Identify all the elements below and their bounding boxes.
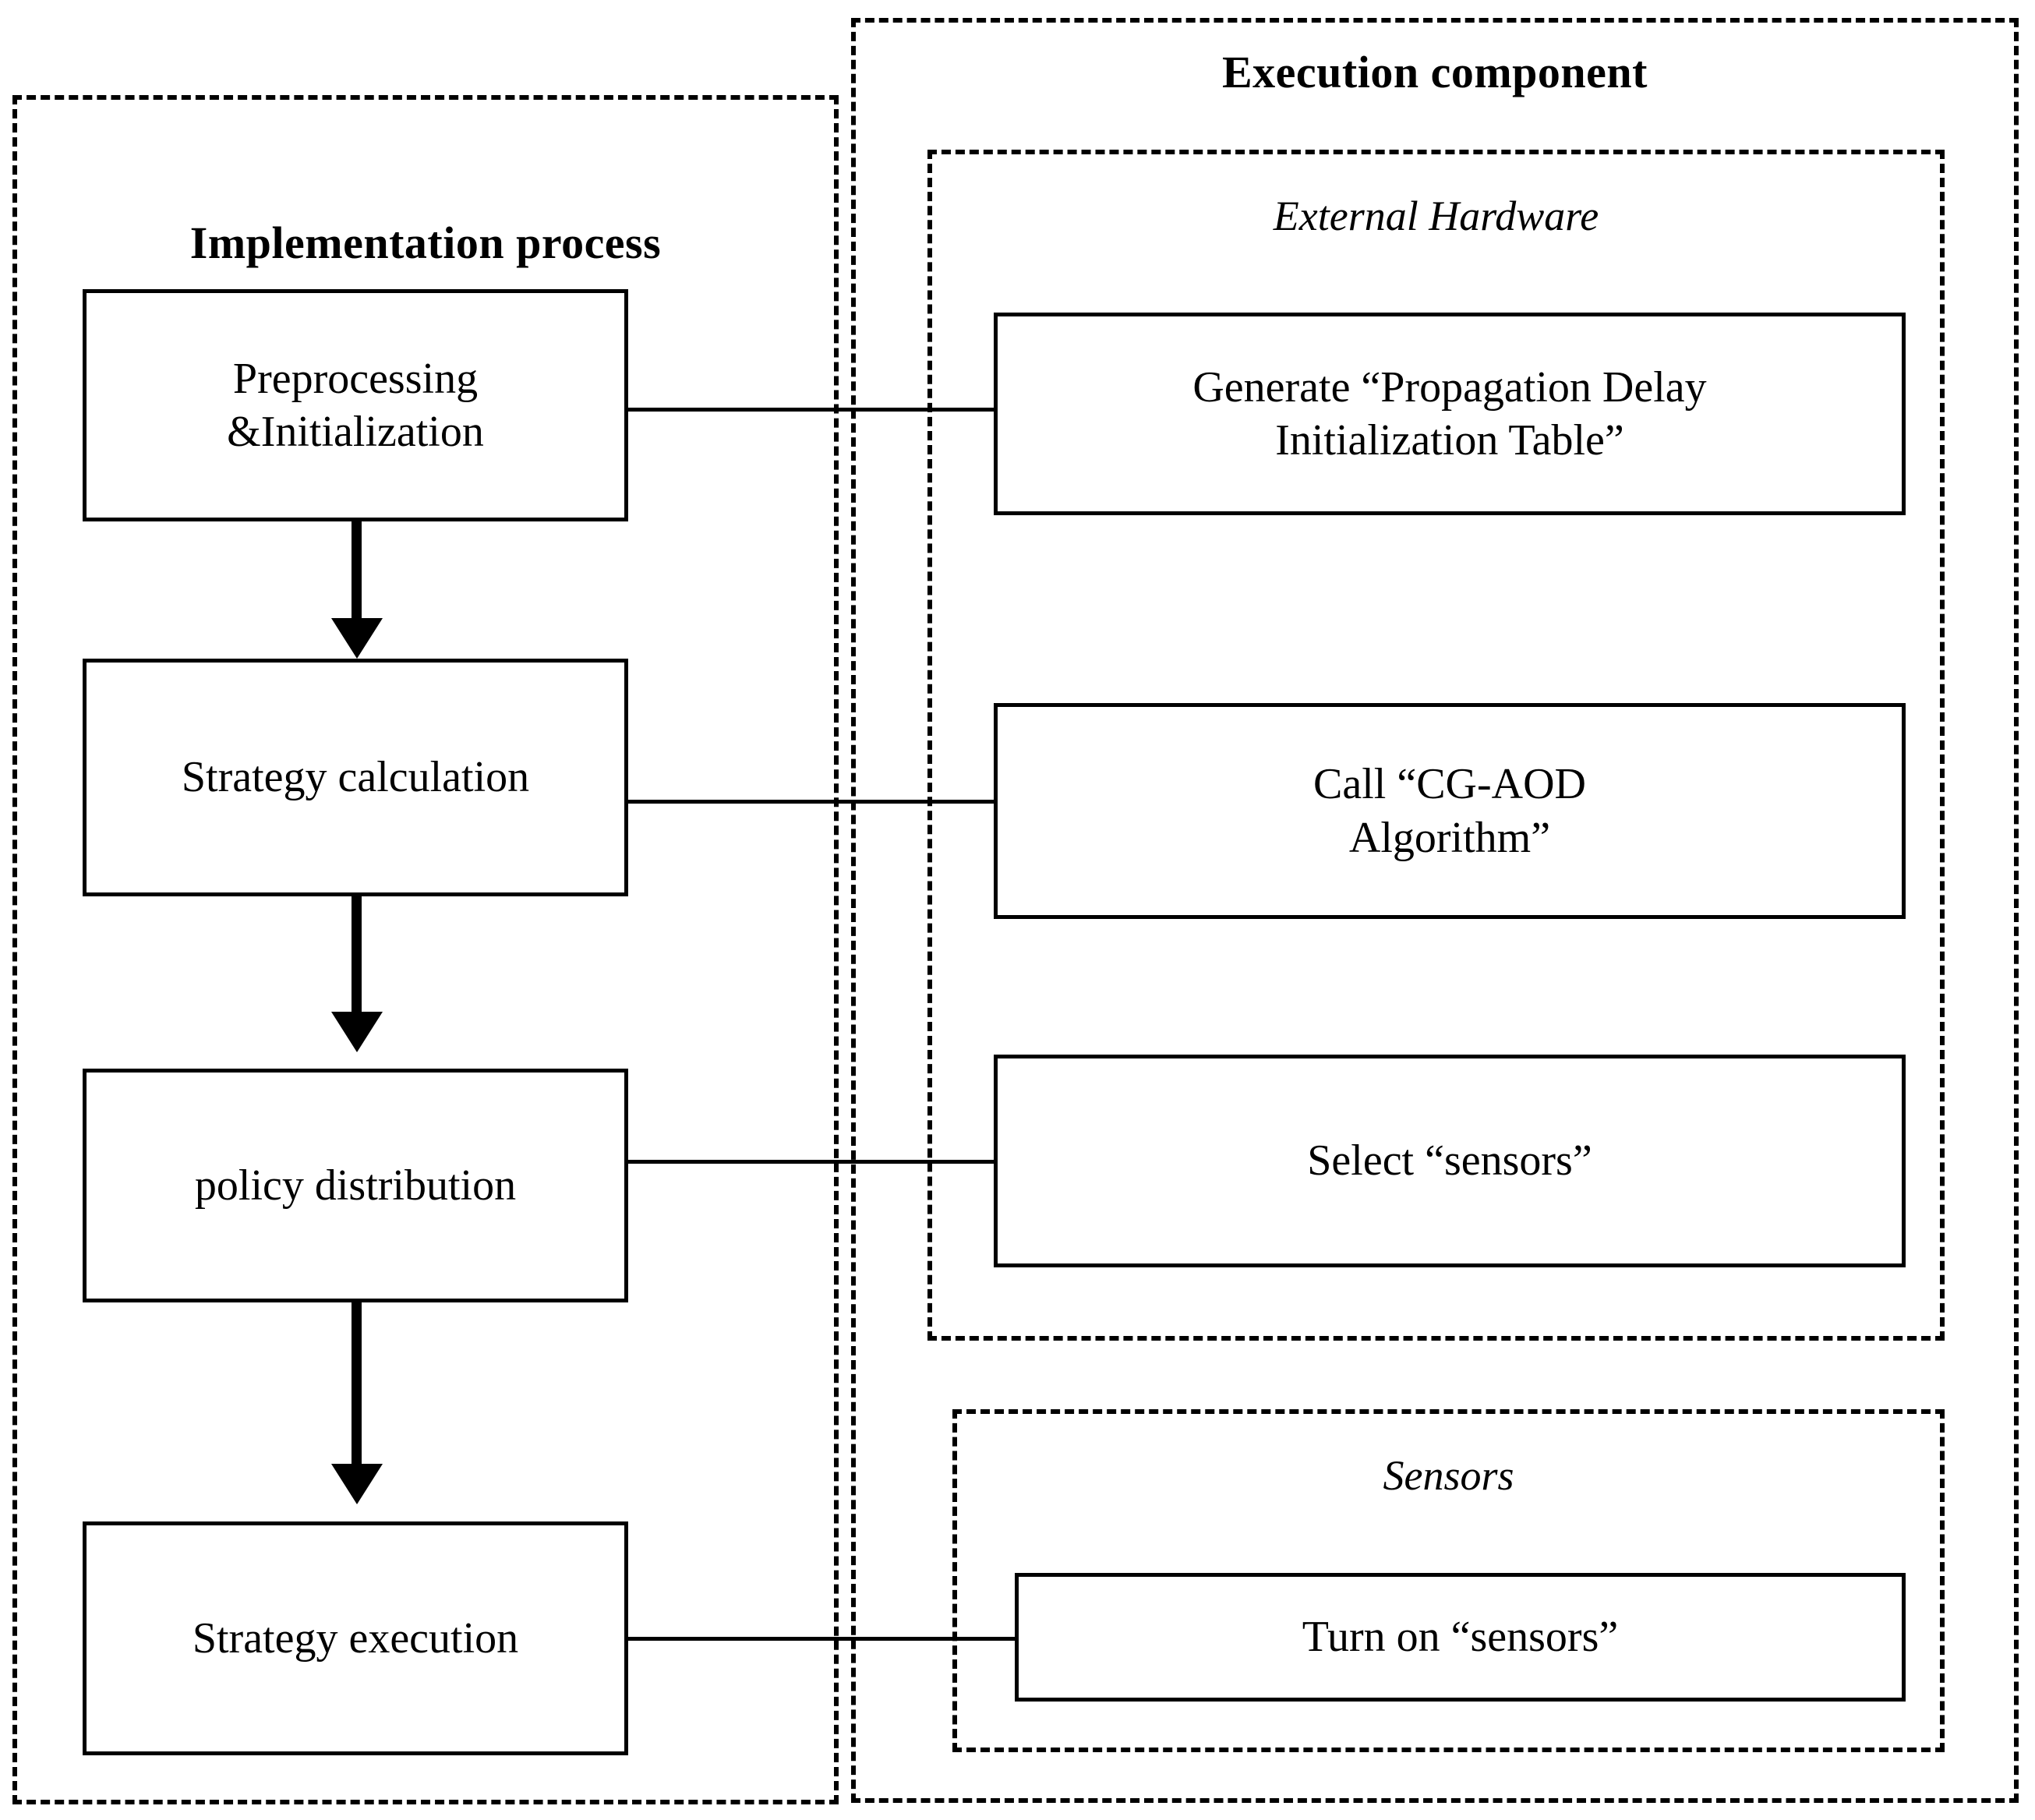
group-external-hardware: External Hardware bbox=[927, 150, 1945, 1341]
arrow-shaft-strategy-to-policy bbox=[352, 893, 362, 1018]
node-line-1: Preprocessing bbox=[232, 354, 479, 403]
node-policy-distribution[interactable]: policy distribution bbox=[83, 1069, 628, 1302]
group-title-sensors: Sensors bbox=[1383, 1452, 1514, 1499]
node-turn-on-sensors[interactable]: Turn on “sensors” bbox=[1015, 1573, 1906, 1702]
arrow-head-policy-to-execution bbox=[331, 1464, 383, 1504]
arrow-shaft-preprocessing-to-strategy bbox=[352, 519, 362, 624]
connector-preprocessing-to-generate bbox=[627, 408, 995, 412]
node-call-cg-aod-algorithm[interactable]: Call “CG-AOD Algorithm” bbox=[994, 703, 1906, 919]
group-implementation-process: Implementation process bbox=[12, 95, 839, 1804]
node-line-1: Turn on “sensors” bbox=[1302, 1613, 1619, 1662]
group-title-implementation-process: Implementation process bbox=[189, 217, 662, 268]
node-generate-propagation-delay-table[interactable]: Generate “Propagation Delay Initializati… bbox=[994, 313, 1906, 515]
connector-policy-distribution-to-select bbox=[627, 1160, 995, 1164]
node-line-2: Algorithm” bbox=[1348, 813, 1551, 862]
connector-strategy-execution-to-turn-on bbox=[627, 1637, 1016, 1641]
node-select-sensors[interactable]: Select “sensors” bbox=[994, 1055, 1906, 1267]
arrow-head-preprocessing-to-strategy bbox=[331, 618, 383, 659]
arrow-head-strategy-to-policy bbox=[331, 1012, 383, 1052]
node-line-1: Generate “Propagation Delay bbox=[1192, 362, 1707, 412]
connector-strategy-calculation-to-call bbox=[627, 800, 995, 804]
node-strategy-execution[interactable]: Strategy execution bbox=[83, 1521, 628, 1755]
node-line-1: Strategy calculation bbox=[181, 753, 530, 802]
node-line-1: Strategy execution bbox=[192, 1613, 519, 1663]
node-line-2: Initialization Table” bbox=[1275, 416, 1624, 465]
node-strategy-calculation[interactable]: Strategy calculation bbox=[83, 659, 628, 896]
node-line-1: Select “sensors” bbox=[1307, 1136, 1592, 1186]
node-line-1: policy distribution bbox=[194, 1161, 517, 1210]
group-title-execution-component: Execution component bbox=[1222, 47, 1648, 97]
group-title-external-hardware: External Hardware bbox=[1273, 193, 1599, 239]
group-sensors: Sensors bbox=[952, 1409, 1945, 1752]
arrow-shaft-policy-to-execution bbox=[352, 1300, 362, 1466]
node-line-1: Call “CG-AOD bbox=[1313, 760, 1586, 809]
group-execution-component: Execution component bbox=[851, 18, 2019, 1803]
node-line-2: &Initialization bbox=[227, 408, 484, 456]
node-preprocessing-initialization[interactable]: Preprocessing &Initialization bbox=[83, 289, 628, 521]
